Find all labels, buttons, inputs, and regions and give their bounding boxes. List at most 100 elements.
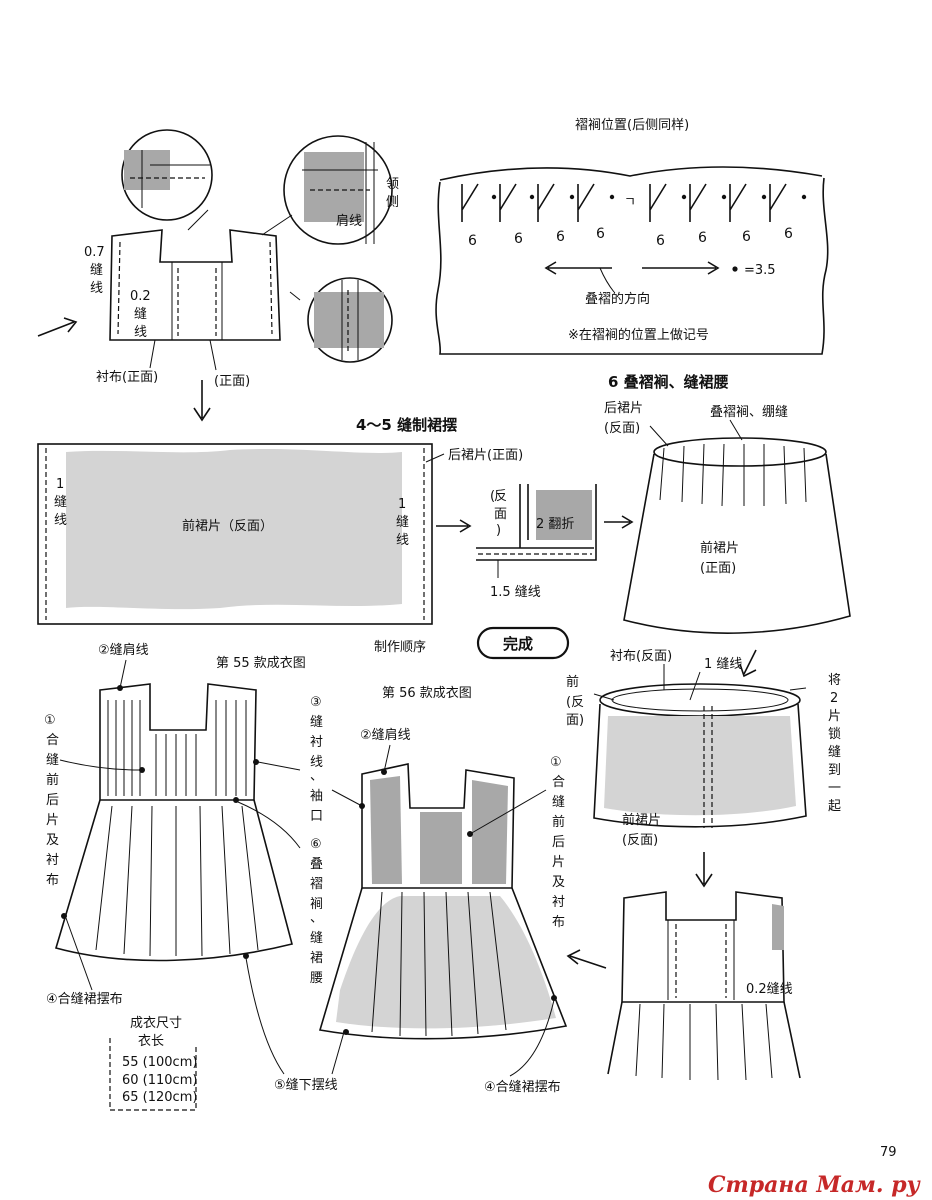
- size-table-title: 成衣尺寸: [130, 1015, 182, 1031]
- arrow-in-left: [37, 317, 78, 337]
- joined-skirt-outline: [593, 703, 807, 828]
- skirt-panel-fabric: [66, 449, 402, 610]
- svg-text:前: 前: [552, 814, 565, 830]
- svg-text:①: ①: [44, 713, 56, 728]
- front-skirt-label: 前裙片（反面）: [182, 518, 273, 534]
- svg-text:线: 线: [310, 755, 323, 770]
- bodice-lining-diagram: 肩线 领 侧 0.7 缝 线 0.2 缝 线 衬布(正面) (正面): [37, 129, 399, 422]
- svg-text:后裙片: 后裙片: [604, 401, 643, 416]
- svg-text:0.2: 0.2: [130, 289, 151, 304]
- svg-text:(正面): (正面): [700, 561, 736, 576]
- svg-text:面): 面): [566, 713, 584, 728]
- svg-text:腰: 腰: [310, 971, 323, 986]
- pleat-sew-label: 叠褶裥、绷缝: [710, 405, 788, 420]
- svg-text:(反: (反: [566, 695, 584, 710]
- dress56-bodice: [361, 763, 515, 889]
- hem-detail: [476, 484, 597, 561]
- svg-text:到: 到: [828, 763, 841, 778]
- dress55-skirt: [54, 799, 293, 962]
- svg-text:1 缝线: 1 缝线: [704, 657, 742, 672]
- svg-text:1: 1: [398, 497, 406, 512]
- svg-text:衬: 衬: [46, 853, 59, 868]
- svg-text:衬: 衬: [552, 895, 565, 910]
- right-side-label: (正面): [214, 374, 250, 389]
- finished55-title: 第 55 款成衣图: [216, 655, 306, 671]
- bodice-outline: [109, 229, 281, 341]
- bodice-skirt-assembled: 0.2缝线: [566, 891, 801, 1081]
- watermark-text: Страна Мам. ру: [708, 1172, 922, 1198]
- hem-seam-label: 1.5 缝线: [490, 585, 541, 600]
- step6-title: 6 叠褶裥、缝裙腰: [608, 373, 729, 391]
- svg-text:、: 、: [310, 911, 323, 926]
- svg-text:缝: 缝: [310, 931, 323, 946]
- step2-shoulder-label: ②缝肩线: [98, 642, 149, 658]
- assembled-bodice: [621, 891, 785, 1003]
- svg-text:缝: 缝: [54, 495, 67, 510]
- pleat-dot-legend: =3.5: [744, 263, 776, 278]
- svg-text:一: 一: [828, 781, 841, 796]
- step5-hem-label: ⑤缝下摆线: [274, 1078, 338, 1093]
- svg-text:片: 片: [828, 709, 841, 724]
- step45-title: 4～5 缝制裙摆: [356, 416, 457, 434]
- arrow-down-2: [739, 649, 757, 678]
- svg-text:6: 6: [556, 229, 565, 245]
- arrow-down-1: [193, 380, 211, 422]
- skirt-panel-rect: [37, 443, 433, 625]
- arrow-down-3: [695, 852, 713, 888]
- pleat-dots: [491, 194, 807, 200]
- svg-text:口: 口: [310, 809, 323, 824]
- lining-front-label: 衬布(正面): [96, 370, 158, 385]
- svg-text:(: (: [490, 489, 495, 504]
- svg-text:(反面): (反面): [604, 421, 640, 436]
- pleat-numbers: 6 6 6 6 6 6 6 6: [468, 226, 793, 249]
- pleat-note: ※在褶裥的位置上做记号: [568, 327, 709, 343]
- svg-text:⑥: ⑥: [310, 837, 322, 852]
- detail-circle-shoulder: [283, 135, 393, 245]
- arrow-left-1: [566, 949, 607, 969]
- pleat-waist-step: 6 叠褶裥、缝裙腰 后裙片 (反面) 叠褶裥、绷缝 前裙片 (正面): [604, 373, 851, 634]
- svg-text:锁: 锁: [828, 726, 841, 742]
- svg-text:后: 后: [552, 835, 565, 850]
- svg-text:后: 后: [46, 793, 59, 808]
- size-row: 60 (110cm): [122, 1073, 197, 1088]
- svg-text:叠: 叠: [310, 857, 323, 872]
- svg-text:(反面): (反面): [622, 833, 658, 848]
- svg-text:): ): [496, 523, 501, 538]
- svg-text:袖: 袖: [310, 789, 323, 804]
- shoulder-line-label: 肩线: [336, 213, 362, 229]
- svg-text:褶: 褶: [310, 877, 323, 892]
- svg-text:衬: 衬: [310, 735, 323, 750]
- svg-text:1: 1: [56, 477, 64, 492]
- svg-text:6: 6: [596, 226, 605, 242]
- svg-text:前: 前: [46, 772, 59, 788]
- svg-text:、: 、: [310, 769, 323, 784]
- svg-text:6: 6: [784, 226, 793, 242]
- finished56-title: 第 56 款成衣图: [382, 685, 472, 701]
- svg-text:线: 线: [134, 325, 147, 340]
- seam-02-label: 0.2缝线: [746, 982, 793, 997]
- svg-text:6: 6: [514, 231, 523, 247]
- svg-text:侧: 侧: [386, 195, 399, 210]
- svg-text:裙: 裙: [310, 951, 323, 966]
- svg-text:面: 面: [494, 507, 507, 522]
- svg-text:合: 合: [46, 733, 59, 748]
- svg-text:①: ①: [550, 755, 562, 770]
- step4-label-56: ④合缝裙摆布: [484, 1080, 561, 1095]
- svg-text:缝: 缝: [828, 745, 841, 760]
- arrow-right-2: [604, 515, 634, 529]
- svg-text:领: 领: [386, 177, 399, 192]
- step6-vertical-label: ⑥ 叠 褶 裥 、 缝 裙 腰: [310, 837, 323, 986]
- svg-text:6: 6: [468, 233, 477, 249]
- finished-dress-55: 第 55 款成衣图 ②缝肩线 ① 合 缝 前 后 片 及 衬 布: [44, 642, 345, 1093]
- arrow-right-1: [436, 519, 472, 533]
- pleat-diagram-title: 褶裥位置(后侧同样): [575, 118, 689, 133]
- skirt-flared-outline: [623, 453, 851, 634]
- svg-text:布: 布: [46, 873, 59, 888]
- svg-text:缝: 缝: [46, 753, 59, 768]
- pleat-center-tick: ㄱ: [624, 195, 636, 210]
- finished-dress-56: 第 56 款成衣图 ②缝肩线 ① 合 缝 前 后 片 及 衬 布 ④合缝裙摆布: [318, 685, 568, 1095]
- pleat-position-diagram: 褶裥位置(后侧同样) ㄱ 6 6 6 6 6 6 6: [435, 118, 829, 355]
- done-label: 完成: [503, 635, 533, 653]
- svg-text:起: 起: [828, 799, 841, 814]
